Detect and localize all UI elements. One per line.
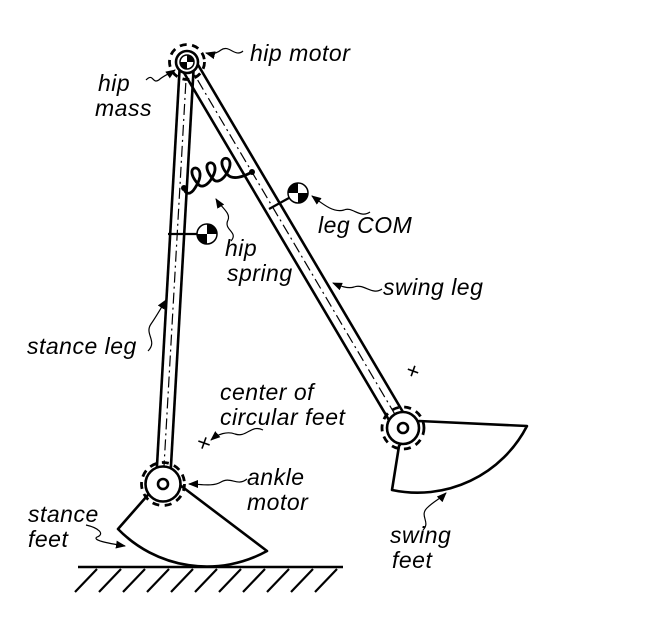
hip-motor-dashed-circle — [168, 43, 206, 81]
swing-leg-edge — [192, 57, 412, 425]
swing-ankle-pin — [396, 421, 410, 435]
plus-glyph — [198, 437, 210, 449]
ankle-motor-dashed-circle — [140, 461, 186, 507]
hatch-line — [218, 568, 242, 593]
leader-ankle-motor — [188, 478, 248, 489]
leader-hip-mass — [145, 69, 176, 82]
plus-mark-stance-foot-center — [198, 437, 210, 449]
stance-ankle-pin — [156, 477, 170, 491]
swing-ankle-motor-dashed-circle — [380, 405, 426, 451]
swing-leg-centerline — [186, 61, 404, 429]
spring-anchor-dot — [181, 185, 187, 191]
label-hip-mass-2: mass — [95, 95, 152, 121]
hatch-line — [290, 568, 314, 593]
label-stance-feet-2: feet — [28, 526, 69, 552]
com-quadrant — [298, 193, 308, 203]
leader-leg-com — [311, 195, 371, 215]
com-quadrant — [288, 183, 298, 193]
label-swing-feet-2: feet — [392, 547, 433, 573]
stance-leg-link — [154, 61, 196, 485]
swing-foot-shape — [390, 419, 529, 494]
label-hip-spring-1: hip — [225, 235, 257, 261]
stance-leg-edge — [168, 61, 196, 484]
hip-joint — [168, 43, 206, 81]
hatch-line — [122, 568, 146, 593]
leader-lines — [85, 48, 447, 549]
plus-glyph — [407, 365, 419, 377]
leader-stance-leg — [147, 299, 167, 352]
label-ankle-motor-2: motor — [247, 489, 309, 515]
hatch-line — [266, 568, 290, 593]
label-center-of-circular-feet-1: center of — [220, 379, 316, 405]
leader-hip-spring — [215, 198, 234, 242]
plus-mark-swing-foot-center — [407, 365, 419, 377]
hatch-line — [170, 568, 194, 593]
com-quadrant — [197, 234, 207, 244]
stance-ankle-joint — [140, 461, 186, 507]
swing-ankle-joint — [380, 405, 426, 451]
label-leg-com: leg COM — [318, 212, 413, 238]
label-stance-feet-1: stance — [28, 501, 99, 527]
swing-leg-link — [178, 57, 412, 433]
leader-hip-motor — [205, 48, 244, 60]
label-hip-spring-2: spring — [227, 260, 293, 286]
label-hip-mass-1: hip — [98, 70, 130, 96]
label-swing-feet-1: swing — [390, 522, 451, 548]
stance-foot-shape — [116, 477, 269, 568]
stance-leg-centerline — [162, 61, 188, 485]
spring-path — [182, 156, 254, 195]
hip-spring-coil — [181, 156, 255, 195]
label-ankle-motor-1: ankle — [247, 464, 304, 490]
leader-swing-feet — [422, 492, 447, 531]
hatch-line — [98, 568, 122, 593]
hip-mass-com-quadrant — [180, 62, 187, 69]
hatch-line — [194, 568, 218, 593]
swing-leg-edge — [178, 65, 398, 433]
com-outline — [196, 223, 218, 245]
ground — [74, 565, 343, 593]
hip-mass-com-outline — [179, 54, 195, 70]
labels: hip motor hip mass leg COM hip spring sw… — [27, 40, 483, 573]
hatch-line — [146, 568, 170, 593]
com-outline — [287, 182, 309, 204]
label-stance-leg: stance leg — [27, 333, 137, 359]
swing-leg-com-marker — [268, 182, 309, 210]
hatch-line — [242, 568, 266, 593]
hatch-line — [314, 568, 338, 593]
stance-leg-com-marker — [168, 223, 218, 245]
leader-center-of-circular-feet — [210, 428, 264, 441]
leader-stance-feet — [85, 524, 126, 549]
leader-swing-leg — [332, 282, 383, 292]
stance-leg-edge — [154, 61, 182, 484]
label-swing-leg: swing leg — [383, 274, 483, 300]
label-center-of-circular-feet-2: circular feet — [220, 404, 346, 430]
spring-anchor-dot — [249, 169, 255, 175]
hip-mass-com-quadrant — [187, 55, 194, 62]
com-quadrant — [207, 224, 217, 234]
label-hip-motor: hip motor — [250, 40, 351, 66]
hatch-line — [74, 568, 98, 593]
